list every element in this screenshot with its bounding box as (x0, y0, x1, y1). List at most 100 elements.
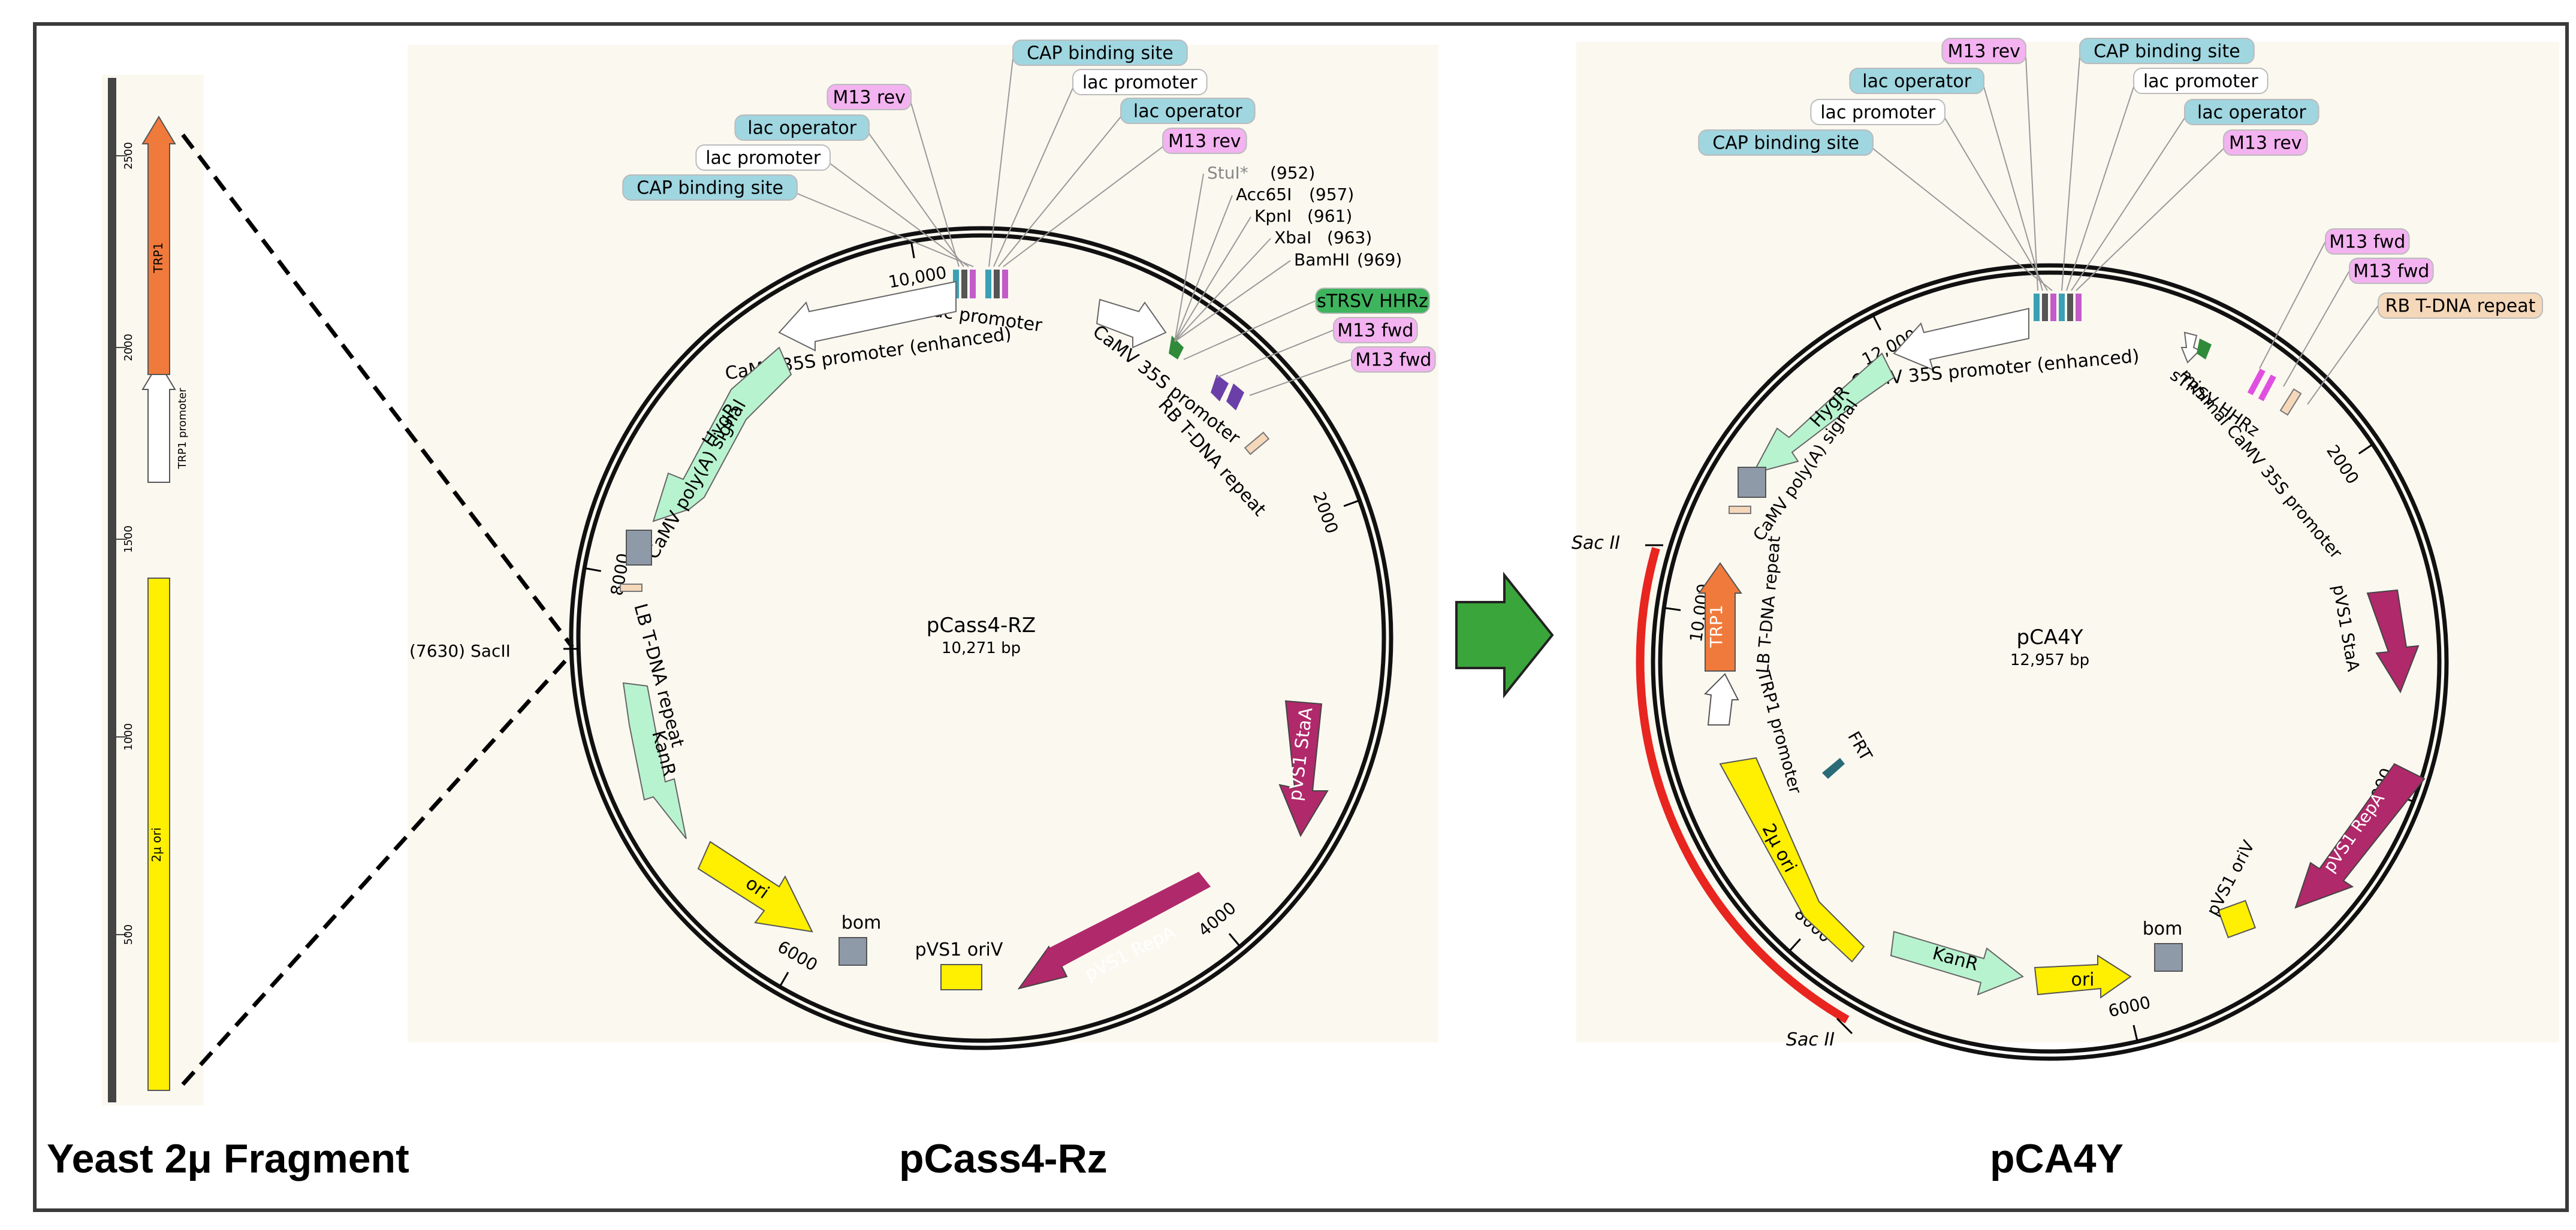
pca4y-camv-enhanced-feature (1893, 307, 2029, 371)
pca4y-hhrz-mark (2197, 339, 2212, 359)
pca4y-backbone-inner (1658, 270, 2442, 1054)
pcass-ori-feature (697, 841, 813, 933)
pcass-top-label-right-text: lac operator (1133, 101, 1242, 122)
pcass-backbone-outer (569, 226, 1393, 1050)
pca4y-top-label-left-text: M13 rev (1947, 41, 2020, 62)
pca4y-top-label-left: M13 rev (1941, 38, 2026, 64)
pca4y-top-label-right-text: lac operator (2197, 102, 2306, 123)
pca4y-m13-mark-1 (2247, 368, 2266, 395)
pcass-inner-bom: bom (841, 912, 882, 933)
pcass-tick-mark (910, 242, 915, 259)
pca4y-top-label-left: lac promoter (1810, 99, 1945, 125)
pca4y-m13-mark-2 (2258, 374, 2276, 401)
caption-pca4y: pCA4Y (1990, 1136, 2123, 1181)
pca4y-sac-insert-arc (1636, 547, 1850, 1024)
pcass-tick-mark (779, 971, 789, 986)
pcass-top-label-right-text: CAP binding site (1027, 43, 1174, 64)
yeast-2mu-ori-feature (147, 578, 170, 1091)
pcass-top-label-left-text: M13 rev (832, 87, 905, 108)
pca4y-lac-cluster (2034, 294, 2082, 321)
pcass-right-label: sTRSV HHRz (1315, 288, 1430, 314)
zoom-line-top (181, 133, 574, 649)
pca4y-sac-top-label: Sac II (1571, 533, 1620, 554)
pcass-right-label: M13 fwd (1351, 346, 1436, 373)
yeast-trp1-feature (141, 116, 176, 375)
yeast-2mu-ori-label: 2μ ori (149, 827, 164, 862)
pca4y-tick-mark (2132, 1025, 2138, 1041)
pca4y-frt-mark (1822, 758, 1845, 779)
pcass-top-label-right-text: lac promoter (1082, 72, 1198, 93)
pca4y-top-label-right: M13 rev (2223, 129, 2308, 156)
pcass-right-label: M13 fwd (1333, 317, 1418, 343)
zoom-line-bottom (181, 651, 574, 1086)
pcass-tick-mark (1343, 500, 1359, 507)
pca4y-top-label-left: CAP binding site (1698, 129, 1874, 156)
pca4y-top-label-right-text: M13 rev (2229, 133, 2301, 154)
pcass-top-label-right: lac operator (1120, 98, 1256, 124)
pcass-top-label-left: lac operator (734, 114, 870, 141)
pca4y-tick-mark (1665, 607, 1681, 611)
pca4y-staa-feature (2366, 589, 2420, 694)
pcass-top-label-right: lac promoter (1072, 69, 1208, 95)
pca4y-trp1-promoter-feature (1703, 673, 1739, 726)
pcass-right-label-text: M13 fwd (1355, 350, 1431, 371)
pca4y-ori-feature (2034, 954, 2132, 999)
pca4y-top-label-right: CAP binding site (2079, 38, 2255, 64)
pcass-lb-mark (620, 584, 643, 592)
pcass-m13-mark-2 (1226, 383, 1244, 410)
pca4y-backbone-outer (1651, 263, 2449, 1061)
pca4y-tick-mark (1872, 315, 1881, 331)
pca4y-inner-trp1: TRP1 (1706, 605, 1726, 648)
pcass-top-label-right: CAP binding site (1012, 40, 1188, 66)
pcass-backbone-inner (576, 233, 1386, 1043)
pcass-site-name: Acc65I (1236, 185, 1292, 204)
pca4y-top-label-left-text: CAP binding site (1712, 133, 1859, 154)
pcass-site-position: (952) (1270, 163, 1315, 183)
yeast-trp1-promoter-feature (141, 361, 176, 483)
pcass-rb-mark (1244, 431, 1270, 455)
pcass-site-name: KpnI (1254, 206, 1292, 226)
yeast-tick-label: 500 (122, 924, 135, 945)
pcass-site-position: (957) (1309, 185, 1354, 204)
pca4y-right-label-text: RB T-DNA repeat (2385, 296, 2536, 317)
pca4y-kanr-feature (1890, 930, 2024, 996)
pcass-site-name: BamHI (1294, 250, 1350, 270)
caption-pcass: pCass4-Rz (899, 1136, 1108, 1181)
yeast-tick-label: 2500 (122, 142, 135, 170)
pcass-hygr-feature (652, 346, 792, 522)
pca4y-top-label-left: lac operator (1849, 68, 1984, 94)
pca4y-polya-block (1738, 467, 1766, 498)
pcass-inner-oriv: pVS1 oriV (915, 939, 1003, 960)
pca4y-white-small-arrow (2180, 331, 2201, 364)
pcass-polya-block (626, 530, 652, 566)
pcass-hhrz-mark (1169, 336, 1184, 359)
pcass-top-label-left: CAP binding site (622, 174, 798, 201)
green-transition-arrow (1455, 572, 1554, 699)
pca4y-top-label-left-text: lac operator (1862, 71, 1971, 92)
pcass-right-label-text: sTRSV HHRz (1317, 291, 1428, 312)
pcass-oriv-block (940, 964, 982, 990)
pcass-right-label-text: M13 fwd (1337, 321, 1413, 342)
pca4y-right-label: M13 fwd (2349, 258, 2434, 284)
pcass-site-name: XbaI (1274, 228, 1311, 247)
pca4y-right-label: RB T-DNA repeat (2378, 292, 2543, 319)
pcass-panel-bg (408, 45, 1438, 1042)
pcass-site-position: (961) (1307, 206, 1352, 226)
pcass-camv-feature (1096, 298, 1167, 349)
pca4y-top-label-right: lac operator (2184, 99, 2319, 125)
pcass-bom-block (838, 937, 867, 966)
pcass-top-label-right: M13 rev (1162, 128, 1247, 154)
pca4y-right-label-text: M13 fwd (2329, 232, 2405, 253)
pca4y-tick-mark (1789, 938, 1801, 951)
yeast-tick-label: 1000 (122, 723, 135, 751)
pcass-staa-feature (1278, 700, 1329, 838)
pcass-site-position: (969) (1357, 250, 1402, 270)
pca4y-2mu-ori-feature (1719, 757, 1865, 963)
caption-yeast: Yeast 2μ Fragment (47, 1136, 409, 1181)
pca4y-hygr-feature (1752, 352, 1895, 475)
yeast-tick-label: 2000 (122, 334, 135, 361)
yeast-trp1-promoter-label: TRP1 promoter (176, 388, 189, 470)
pca4y-inner-bom: bom (2143, 918, 2183, 939)
